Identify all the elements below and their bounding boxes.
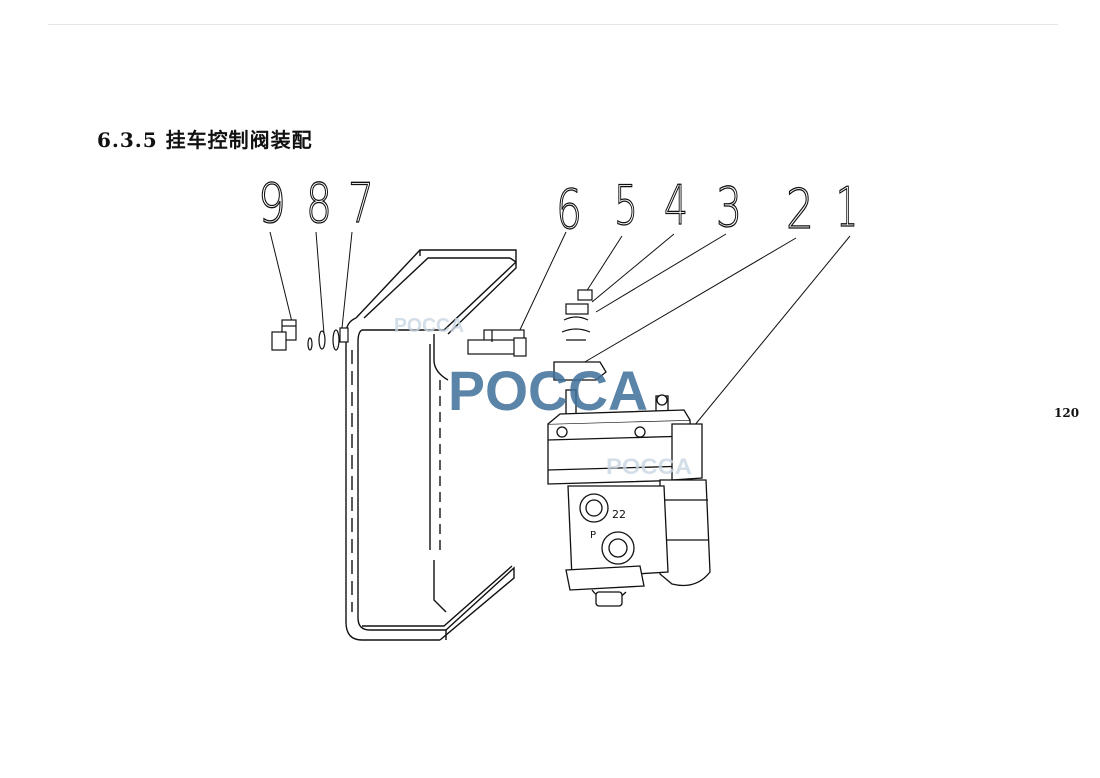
svg-text:P: P [590, 530, 596, 541]
section-title: 6.3.5 挂车控制阀装配 [97, 128, 313, 152]
callout-1: 1 [836, 176, 858, 239]
callout-numbers: 9 8 7 6 5 4 3 2 1 [257, 171, 858, 241]
callout-7: 7 [348, 172, 374, 235]
callout-9: 9 [258, 172, 286, 235]
c-bracket [345, 249, 517, 641]
header-rule [48, 24, 1058, 25]
callout-8: 8 [306, 172, 332, 235]
watermark-faint-top: POCCA [394, 315, 464, 337]
callout-4: 4 [664, 174, 688, 237]
callout-2: 2 [786, 178, 814, 241]
callout-3: 3 [716, 176, 742, 239]
callout-5: 5 [614, 174, 638, 237]
mounting-bolt [467, 329, 527, 357]
page-number: 120 [1054, 406, 1080, 420]
watermark-main: POCCA [448, 359, 648, 422]
callout-6: 6 [556, 178, 582, 241]
fastener-set-left [271, 319, 349, 351]
svg-text:22: 22 [612, 508, 626, 521]
leader-lines [269, 231, 851, 427]
small-parts [561, 289, 593, 341]
watermark: POCCA POCCA POCCA [394, 315, 692, 479]
watermark-faint-mid: POCCA [606, 454, 692, 479]
trailer-control-valve: 22 P [547, 361, 711, 607]
